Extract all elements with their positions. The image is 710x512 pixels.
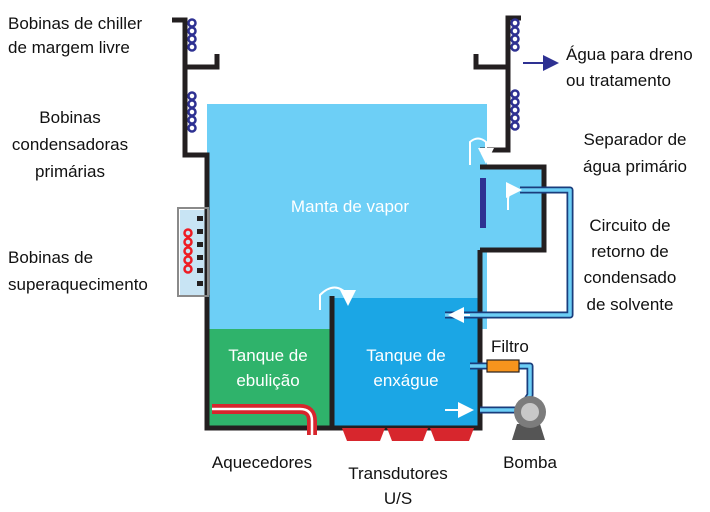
svg-text:Tanque de: Tanque de [366,346,445,365]
label-chiller-coils: Bobinas de chiller de margem livre [8,14,143,57]
label-boil-tank: Tanque de ebulição [228,346,307,390]
svg-text:superaquecimento: superaquecimento [8,275,148,294]
chiller-coils-right [510,18,520,52]
svg-text:U/S: U/S [384,489,412,508]
svg-text:condensadoras: condensadoras [12,135,128,154]
label-vapor-blanket: Manta de vapor [291,197,409,216]
svg-text:retorno de: retorno de [591,242,669,261]
svg-text:ou tratamento: ou tratamento [566,71,671,90]
svg-text:Tanque de: Tanque de [228,346,307,365]
condensing-coils-left [187,91,197,133]
svg-text:Circuito de: Circuito de [589,216,670,235]
svg-text:condensado: condensado [584,268,677,287]
svg-text:de solvente: de solvente [587,295,674,314]
flow-arrows [319,137,522,418]
ultrasonic-transducers [342,428,474,441]
label-pump: Bomba [503,453,557,472]
label-drain: Água para dreno ou tratamento [566,45,693,90]
label-filter: Filtro [491,337,529,356]
svg-text:primárias: primárias [35,162,105,181]
condensing-coils-right [510,89,520,131]
svg-text:Bobinas de: Bobinas de [8,248,93,267]
filter-body [486,359,520,373]
svg-text:água primário: água primário [583,157,687,176]
svg-text:Bobinas: Bobinas [39,108,100,127]
label-condensing-coils: Bobinas condensadoras primárias [12,108,128,181]
label-heaters: Aquecedores [212,453,312,472]
superheat-frame [177,207,209,297]
svg-text:Bobinas de chiller: Bobinas de chiller [8,14,143,33]
svg-text:Separador de: Separador de [583,130,686,149]
pump-icon [512,396,546,440]
svg-text:enxágue: enxágue [373,371,438,390]
label-transducers: Transdutores U/S [348,464,448,508]
svg-text:de margem livre: de margem livre [8,38,130,57]
separator-tank-fill [481,168,545,250]
svg-text:Transdutores: Transdutores [348,464,448,483]
label-water-separator: Separador de água primário [583,130,687,176]
separator-baffle [480,178,486,228]
chiller-coils-left [187,18,197,52]
label-superheat-coils: Bobinas de superaquecimento [8,248,148,294]
vapor-zone [180,104,545,329]
label-return-circuit: Circuito de retorno de condensado de sol… [584,216,677,314]
superheat-coils [183,216,203,286]
condensate-return-pipe [445,186,574,319]
svg-text:ebulição: ebulição [236,371,299,390]
label-rinse-tank: Tanque de enxágue [366,346,445,390]
svg-text:Água para dreno: Água para dreno [566,45,693,64]
